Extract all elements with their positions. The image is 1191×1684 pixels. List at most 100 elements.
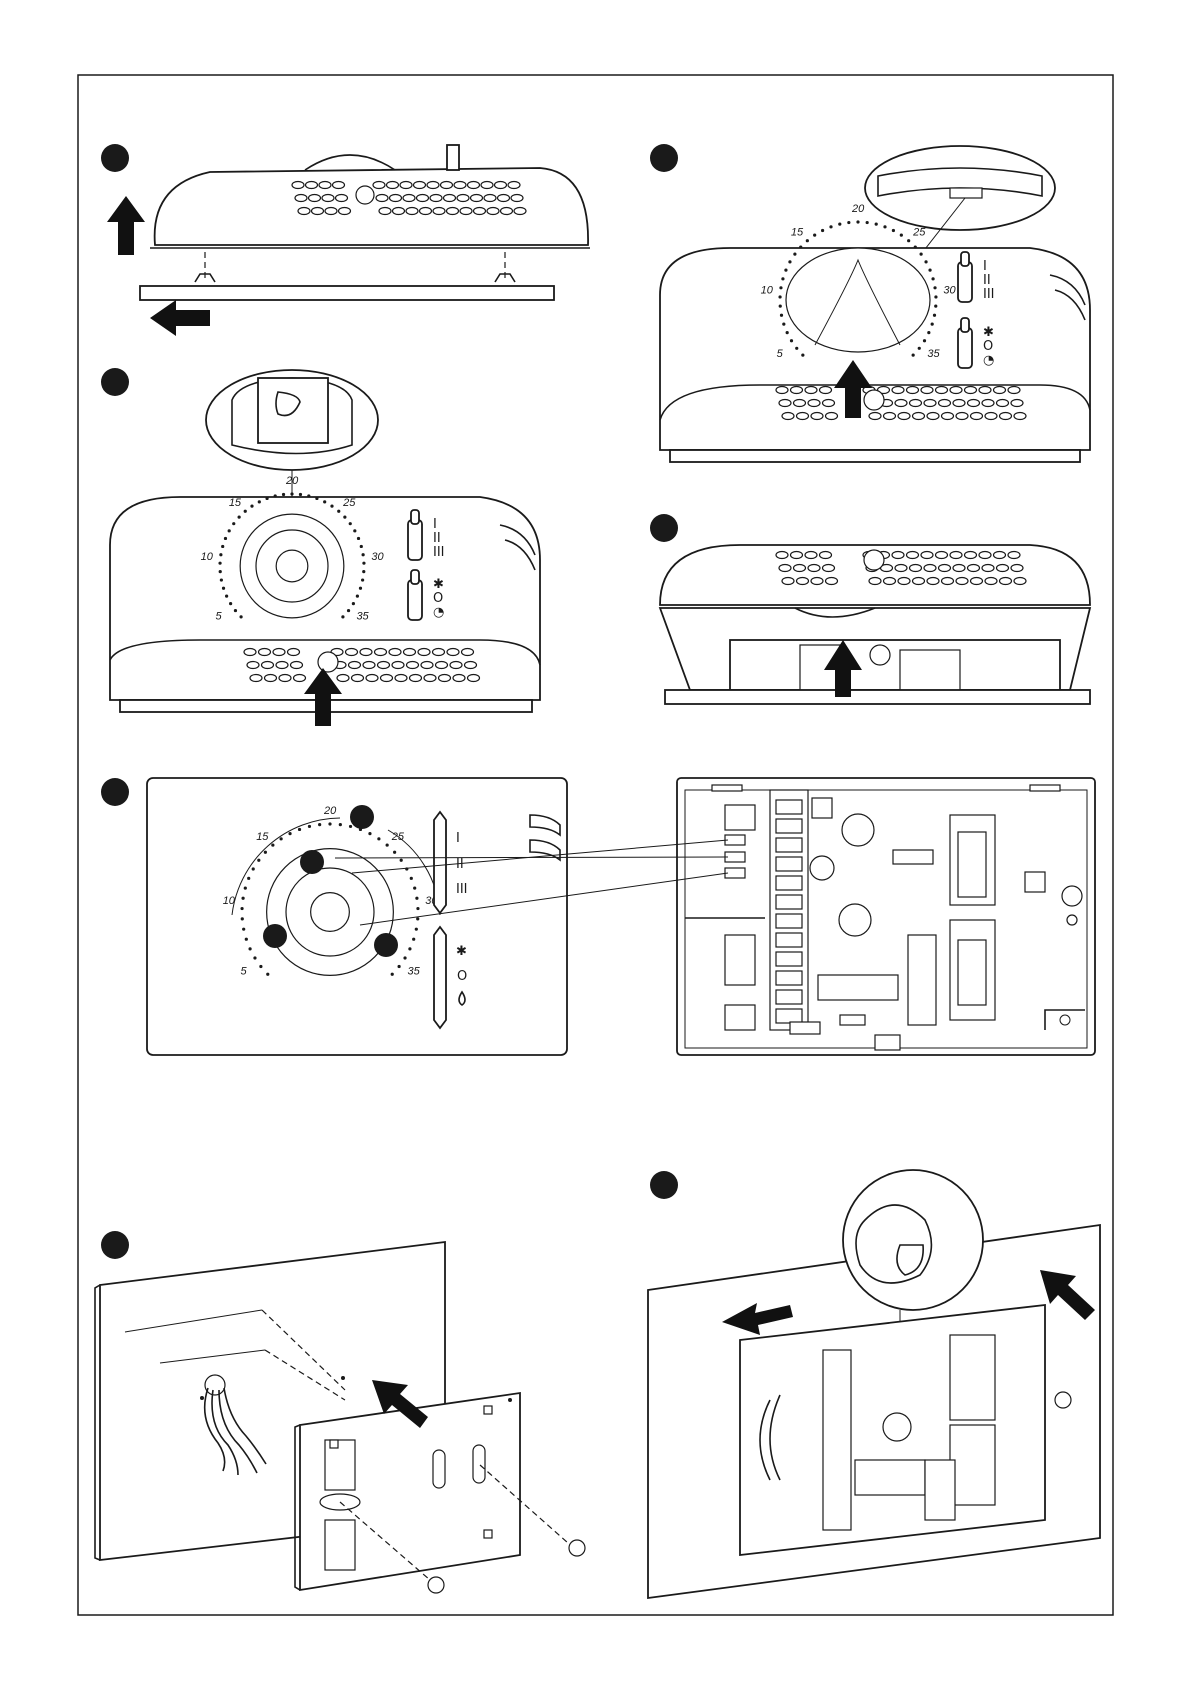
vent-hole bbox=[1008, 387, 1020, 394]
vent-hole bbox=[985, 578, 997, 585]
scale-dot bbox=[907, 239, 910, 242]
vent-hole bbox=[1011, 400, 1023, 407]
scale-dot bbox=[900, 234, 903, 237]
vent-hole bbox=[465, 662, 477, 669]
heating-icon: ✱ bbox=[456, 944, 467, 959]
terminal bbox=[776, 895, 802, 909]
scale-dot bbox=[220, 578, 223, 581]
vent-hole bbox=[982, 400, 994, 407]
vent-hole bbox=[907, 387, 919, 394]
vent-hole bbox=[921, 552, 933, 559]
vent-hole bbox=[375, 649, 387, 656]
vent-hole bbox=[406, 208, 418, 215]
fig-5: 5101520253035 I II III ✱ O bbox=[101, 778, 1095, 1055]
vent-hole bbox=[898, 413, 910, 420]
vent-hole bbox=[389, 649, 401, 656]
scale-dot bbox=[357, 537, 360, 540]
scale-dot bbox=[299, 493, 302, 496]
vent-hole bbox=[427, 182, 439, 189]
terminal bbox=[776, 838, 802, 852]
vent-hole bbox=[808, 565, 820, 572]
dial-knob bbox=[276, 550, 308, 582]
vent-hole bbox=[791, 552, 803, 559]
vent-hole bbox=[420, 208, 432, 215]
scale-dot bbox=[892, 229, 895, 232]
scale-dot bbox=[362, 562, 365, 565]
scale-dot bbox=[349, 825, 352, 828]
scale-dot bbox=[219, 570, 222, 573]
vent-hole bbox=[805, 552, 817, 559]
scale-dot bbox=[339, 823, 342, 826]
fig-4 bbox=[650, 514, 1090, 704]
vent-hole bbox=[994, 552, 1006, 559]
vent-hole bbox=[794, 400, 806, 407]
scale-dot bbox=[252, 867, 255, 870]
scale-dot bbox=[780, 314, 783, 317]
scale-dot bbox=[271, 843, 274, 846]
scale-dot bbox=[288, 832, 291, 835]
dial-scale-label: 35 bbox=[408, 966, 421, 978]
vent-hole bbox=[884, 413, 896, 420]
scale-dot bbox=[361, 578, 364, 581]
vent-hole bbox=[1000, 578, 1012, 585]
scale-dot bbox=[298, 828, 301, 831]
vent-hole bbox=[797, 578, 809, 585]
vent-hole bbox=[418, 649, 430, 656]
switch-knob bbox=[961, 252, 969, 266]
vent-hole bbox=[892, 552, 904, 559]
vent-hole bbox=[481, 182, 493, 189]
dial-scale-label: 15 bbox=[256, 831, 269, 843]
scale-dot bbox=[228, 529, 231, 532]
limiter-marker bbox=[263, 924, 287, 948]
vent-hole bbox=[430, 195, 442, 202]
terminal bbox=[776, 952, 802, 966]
vent-hole bbox=[782, 578, 794, 585]
vent-hole bbox=[823, 400, 835, 407]
dial-scale-label: 5 bbox=[216, 610, 223, 622]
vent-hole bbox=[444, 195, 456, 202]
vent-hole bbox=[994, 387, 1006, 394]
vent-hole bbox=[913, 578, 925, 585]
vent-hole bbox=[985, 413, 997, 420]
vent-hole bbox=[392, 662, 404, 669]
vent-hole bbox=[403, 195, 415, 202]
vent-hole bbox=[288, 649, 300, 656]
vent-hole bbox=[808, 400, 820, 407]
vent-hole bbox=[820, 552, 832, 559]
scale-dot bbox=[244, 510, 247, 513]
vent-hole bbox=[811, 578, 823, 585]
vent-hole bbox=[471, 195, 483, 202]
vent-hole bbox=[779, 400, 791, 407]
dial-window bbox=[786, 248, 930, 352]
scale-dot bbox=[307, 494, 310, 497]
switch-mark: ✱ bbox=[983, 325, 994, 340]
vent-hole bbox=[244, 649, 256, 656]
scale-dot bbox=[238, 516, 241, 519]
scale-dot bbox=[782, 323, 785, 326]
vent-hole bbox=[447, 649, 459, 656]
vent-hole bbox=[439, 675, 451, 682]
vent-hole bbox=[336, 195, 348, 202]
vent-hole bbox=[892, 387, 904, 394]
scale-dot bbox=[801, 354, 804, 357]
scale-dot bbox=[244, 887, 247, 890]
vent-hole bbox=[776, 552, 788, 559]
vent-hole bbox=[487, 208, 499, 215]
vent-hole bbox=[349, 662, 361, 669]
vent-hole bbox=[276, 662, 288, 669]
scale-dot bbox=[248, 947, 251, 950]
scale-dot bbox=[360, 545, 363, 548]
switch-mark: O bbox=[983, 339, 993, 354]
vent-hole bbox=[379, 208, 391, 215]
step-marker bbox=[101, 1231, 129, 1259]
vent-hole bbox=[823, 565, 835, 572]
vent-hole bbox=[376, 195, 388, 202]
vent-hole bbox=[273, 649, 285, 656]
scale-dot bbox=[793, 253, 796, 256]
vent-hole bbox=[250, 675, 262, 682]
scale-dot bbox=[398, 965, 401, 968]
scale-dot bbox=[362, 553, 365, 556]
scale-dot bbox=[790, 339, 793, 342]
terminal bbox=[776, 857, 802, 871]
vent-hole bbox=[498, 195, 510, 202]
